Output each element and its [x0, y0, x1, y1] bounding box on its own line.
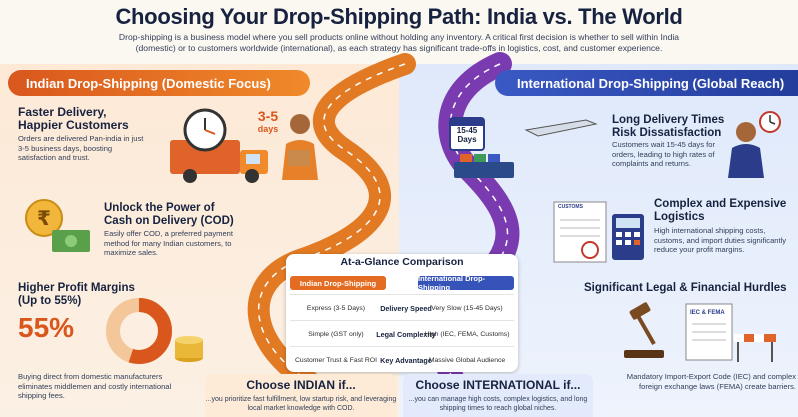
choose-international-body: ...you can manage high costs, complex lo…: [408, 396, 588, 412]
logistics-body: High international shipping costs, custo…: [654, 226, 787, 255]
profit-title-2: (Up to 55%): [18, 295, 82, 307]
faster-delivery-heading: Faster Delivery, Happier Customers: [18, 106, 129, 132]
profit-heading: Higher Profit Margins (Up to 55%): [18, 282, 135, 308]
table-cell-indian: Customer Trust & Fast ROI: [295, 356, 377, 364]
coin-stack-icon: [175, 336, 203, 362]
table-cell-indian: Simple (GST only): [308, 330, 364, 338]
choose-indian-title: Choose INDIAN if...: [246, 378, 356, 392]
profit-donut-chart: [106, 298, 172, 364]
table-cell-international: Massive Global Audience: [428, 356, 506, 364]
long-delivery-title-1: Long Delivery Times: [612, 114, 725, 126]
choose-international-title: Choose INTERNATIONAL if...: [415, 378, 581, 392]
long-delivery-body: Customers wait 15-45 days for orders, le…: [612, 140, 715, 169]
domestic-banner: Indian Drop-Shipping (Domestic Focus): [8, 70, 310, 96]
table-header-indian: Indian Drop-Shipping: [290, 276, 386, 290]
table-cell-indian: Express (3-5 Days): [306, 304, 366, 312]
iec-fema-doc-label: IEC & FEMA: [690, 310, 725, 316]
global-shipping-icon: [449, 117, 598, 178]
comparison-table: At-a-Glance Comparison Indian Drop-Shipp…: [286, 254, 518, 372]
logistics-title-1: Complex and Expensive: [654, 198, 787, 210]
table-row: Express (3-5 Days) Delivery Speed Very S…: [290, 294, 514, 320]
table-cell-international: High (IEC, FEMA, Customs): [424, 330, 510, 338]
choose-international-box: Choose INTERNATIONAL if... ...you can ma…: [403, 374, 593, 417]
svg-text:₹: ₹: [37, 206, 51, 230]
profit-title-1: Higher Profit Margins: [18, 282, 135, 294]
customs-documents-icon: [553, 201, 644, 263]
frustrated-customer-icon: [728, 111, 781, 178]
faster-delivery-body: Orders are delivered Pan-india in just 3…: [18, 134, 144, 163]
profit-donut-arc: [106, 298, 172, 364]
table-cell-international: Very Slow (15-45 Days): [431, 304, 503, 312]
long-delivery-heading: Long Delivery Times Risk Dissatisfaction: [612, 114, 724, 140]
delivery-days-unit: days: [257, 124, 279, 134]
choose-indian-body: ...you prioritize fast fulfillment, low …: [205, 396, 397, 412]
delivery-days-number: 3-5: [257, 108, 279, 124]
table-cell-label: Key Advantage: [380, 355, 432, 365]
cod-heading: Unlock the Power of Cash on Delivery (CO…: [104, 202, 234, 228]
delivery-truck-icon: [170, 108, 318, 183]
profit-percent: 55%: [18, 312, 75, 343]
table-row: Simple (GST only) Legal Complexity High …: [290, 320, 514, 346]
international-banner: International Drop-Shipping (Global Reac…: [495, 70, 798, 96]
page-title: Choosing Your Drop-Shipping Path: India …: [115, 4, 683, 29]
rupee-cash-icon: ₹: [25, 199, 90, 252]
table-row: Customer Trust & Fast ROI Key Advantage …: [290, 346, 514, 372]
delivery-days-badge: 3-5 days: [250, 108, 286, 136]
legal-hurdles-icon: [624, 302, 776, 362]
cod-title-1: Unlock the Power of: [104, 202, 215, 214]
legal-body: Mandatory Import-Export Code (IEC) and c…: [626, 372, 796, 391]
choose-indian-box: Choose INDIAN if... ...you prioritize fa…: [205, 374, 397, 417]
comparison-table-title: At-a-Glance Comparison: [340, 256, 464, 268]
faster-delivery-title-1: Faster Delivery,: [18, 105, 107, 119]
table-header-international: International Drop-Shipping: [418, 274, 514, 292]
intro-text: Drop-shipping is a business model where …: [118, 32, 680, 53]
table-cell-label: Delivery Speed: [380, 303, 432, 313]
table-cell-label: Legal Complexity: [376, 329, 436, 339]
long-delivery-title-2: Risk Dissatisfaction: [612, 127, 722, 139]
calendar-days-unit: Days: [457, 135, 477, 144]
logistics-heading: Complex and Expensive Logistics: [654, 198, 786, 224]
legal-heading: Significant Legal & Financial Hurdles: [584, 282, 787, 294]
cod-body: Easily offer COD, a preferred payment me…: [104, 229, 234, 258]
delivery-calendar: 15-45 Days: [450, 126, 484, 144]
faster-delivery-title-2: Happier Customers: [18, 118, 129, 132]
logistics-title-2: Logistics: [654, 211, 705, 223]
profit-body: Buying direct from domestic manufacturer…: [18, 372, 172, 401]
cod-title-2: Cash on Delivery (COD): [104, 215, 234, 227]
calendar-days-number: 15-45: [456, 126, 478, 135]
customs-doc-label: CUSTOMS: [558, 204, 583, 210]
